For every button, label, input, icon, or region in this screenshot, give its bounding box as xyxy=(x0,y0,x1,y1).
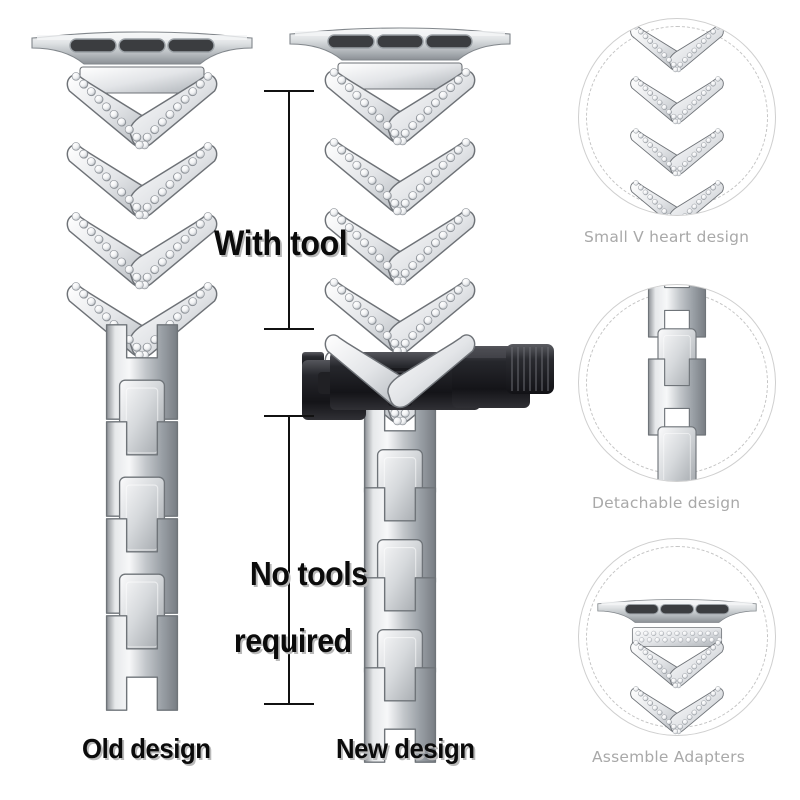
rhinestone-cluster xyxy=(633,76,721,125)
bracket-cap-bottom xyxy=(264,328,314,330)
new-band-h-links xyxy=(363,397,437,763)
old-band-h-links xyxy=(105,324,179,711)
inset-art-metal-h-links xyxy=(647,285,707,481)
inset-caption-small-v-heart: Small V heart design xyxy=(584,228,750,246)
rhinestone-cluster xyxy=(633,686,721,735)
no-tools-line-1: No tools xyxy=(249,554,368,592)
inset-detachable-design xyxy=(578,284,776,482)
link-removal-tool xyxy=(302,334,554,420)
inset-caption-assemble-adapters: Assemble Adapters xyxy=(592,748,745,766)
inset-art-watch-adapter xyxy=(597,598,757,735)
inset-caption-detachable-design: Detachable design xyxy=(592,494,741,512)
rhinestone-cluster xyxy=(329,68,471,146)
bracket-cap-bottom xyxy=(264,703,314,705)
inset-assemble-adapters xyxy=(578,538,776,736)
rhinestone-cluster xyxy=(633,24,721,73)
old-band-v-links xyxy=(66,72,218,360)
rhinestone-cluster xyxy=(329,138,471,216)
old-design-label: Old design xyxy=(82,733,211,764)
old-design-band xyxy=(31,31,253,711)
bracket-line xyxy=(288,415,290,705)
rhinestone-cluster xyxy=(635,630,723,643)
with-tool-headline: With tool xyxy=(214,224,348,263)
rhinestone-cluster xyxy=(71,72,213,150)
rhinestone-cluster xyxy=(329,208,471,286)
no-tools-headline: No tools required xyxy=(218,523,368,725)
inset-small-v-heart xyxy=(578,18,776,216)
rhinestone-cluster xyxy=(633,180,721,215)
rhinestone-cluster xyxy=(633,128,721,177)
old-band-adapter xyxy=(31,31,253,65)
rhinestone-cluster xyxy=(633,640,721,689)
no-tools-dimension-bracket xyxy=(264,415,314,705)
no-tools-line-2: required xyxy=(233,621,352,659)
rhinestone-cluster xyxy=(71,142,213,220)
bracket-line xyxy=(288,90,290,330)
tool-knurled-knob xyxy=(506,344,554,394)
new-design-label: New design xyxy=(336,733,475,764)
rhinestone-cluster xyxy=(71,212,213,290)
inset-art-rhinestone-v-links xyxy=(630,24,724,215)
with-tool-dimension-bracket xyxy=(264,90,314,330)
new-band-adapter xyxy=(289,27,511,61)
